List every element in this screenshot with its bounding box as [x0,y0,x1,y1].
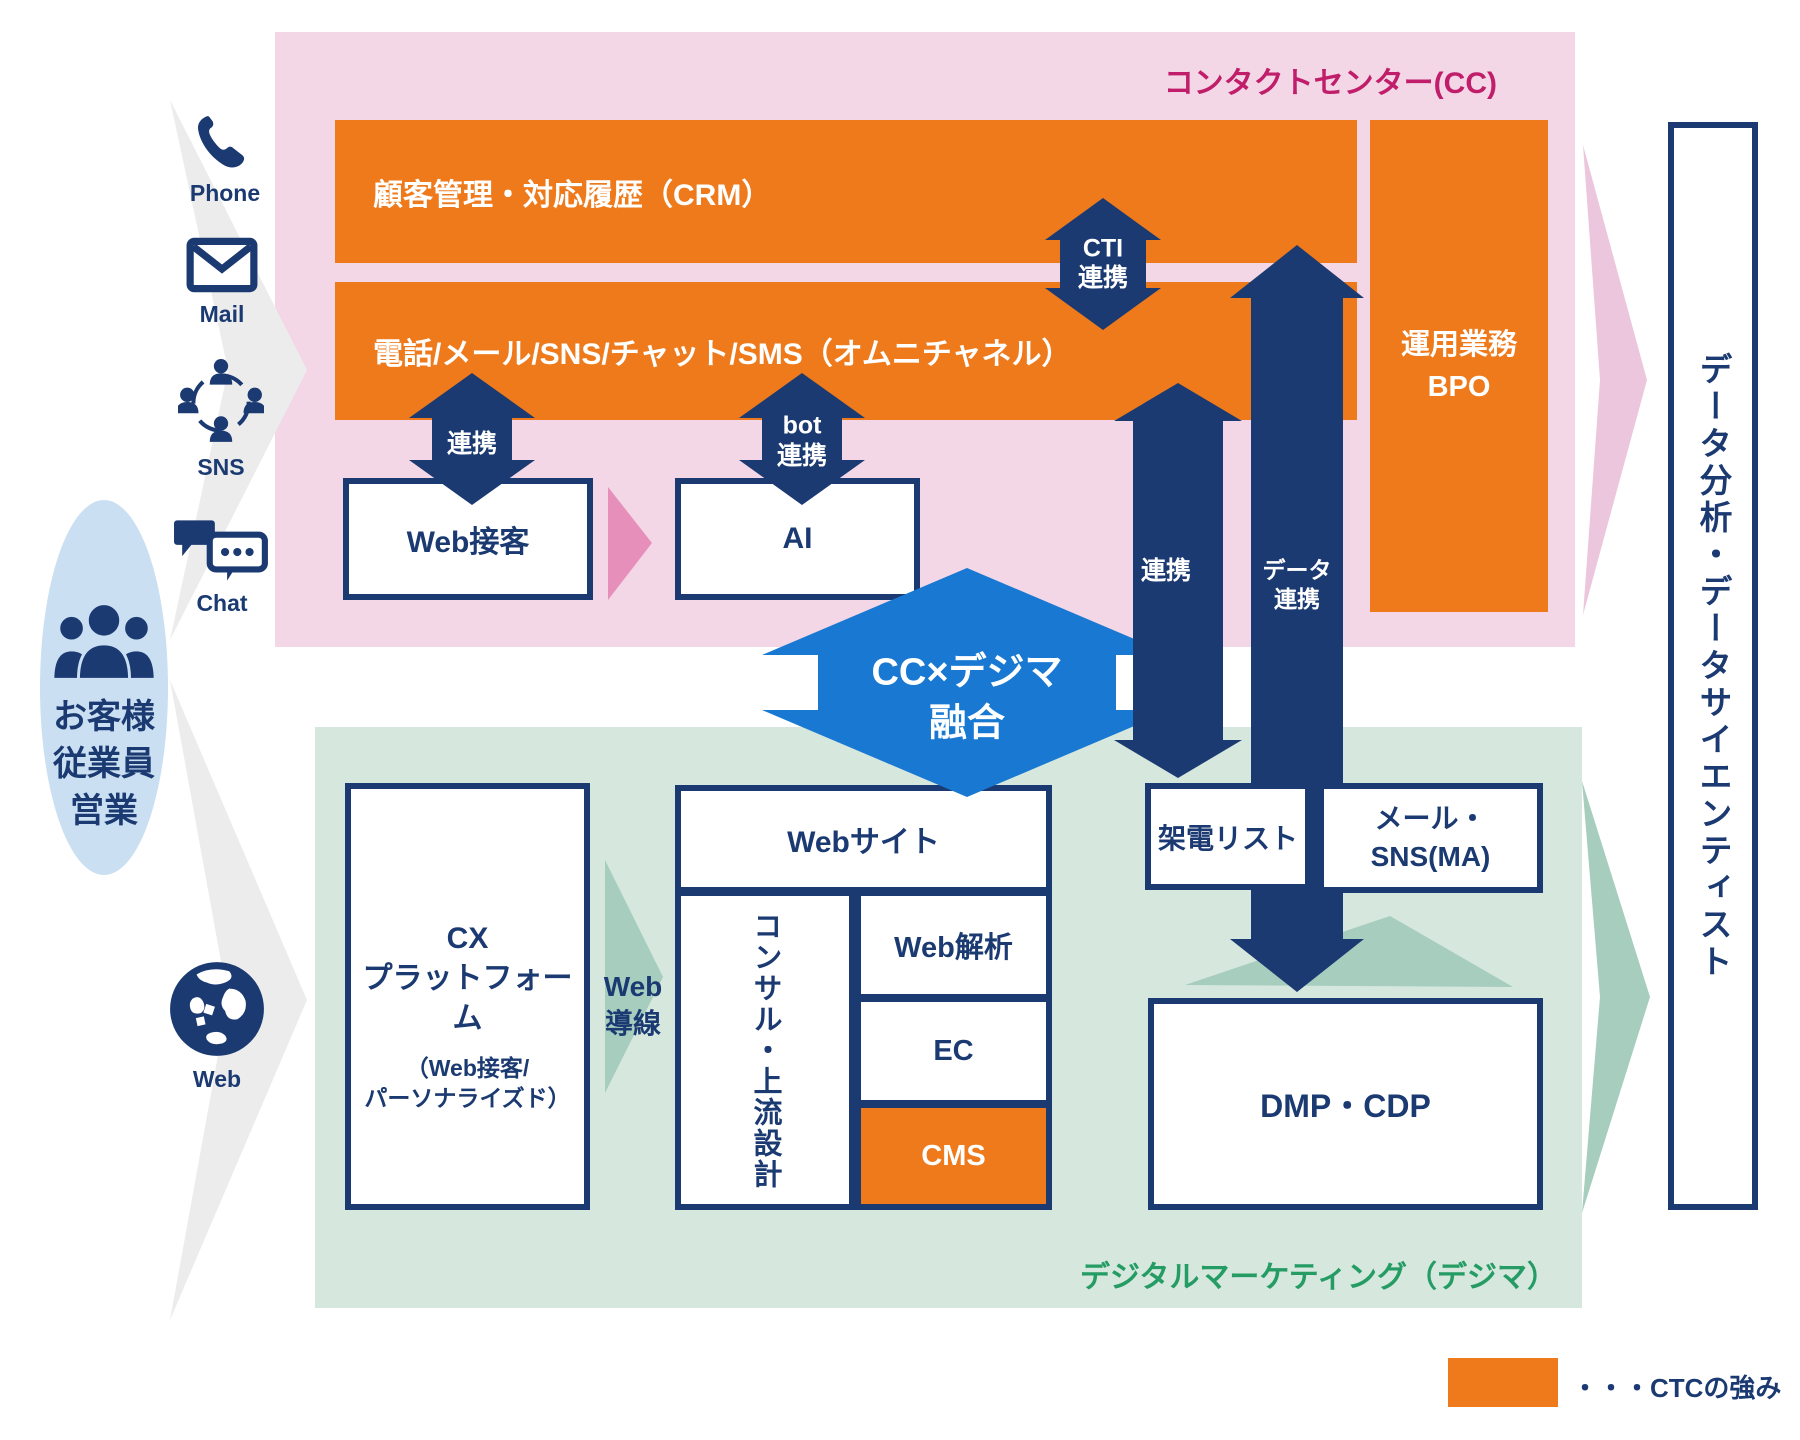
cms-box: CMS [855,1102,1052,1210]
cti-label-line2: 連携 [1077,264,1129,292]
data-renkei-label-line2: 連携 [1274,586,1320,612]
bot-label-line1: bot [782,411,822,440]
actor-employee: 従業員 [53,745,155,783]
omni-channel-box: 電話/メール/SNS/チャット/SMS（オムニチャネル） [335,282,1357,420]
cx-platform-box: CX プラットフォーム （Web接客/ パーソナライズド） [345,783,590,1210]
cx-label-line2: プラットフォーム [362,962,573,1035]
chat-icon [174,520,268,581]
website-label: Webサイト [787,826,940,859]
web-dousen-label-line1: Web [603,971,663,1002]
actor-customer: お客様 [53,698,155,736]
cms-label: CMS [921,1139,986,1172]
web-kaiseki-box: Web解析 [855,890,1052,1000]
web-kaiseki-label: Web解析 [894,932,1013,964]
actor-sales: 営業 [70,792,138,830]
mail-sns-ma-label-line2: SNS(MA) [1370,841,1491,872]
crm-box: 顧客管理・対応履歴（CRM） [335,120,1357,263]
fusion-label-line2: 融合 [928,702,1006,745]
bpo-box: 運用業務 BPO [1370,120,1548,612]
kaden-list-label: 架電リスト [1157,822,1298,854]
consul-box: コンサル・上流設計 [675,890,855,1210]
data-renkei-label-line1: データ [1262,557,1332,583]
dmp-cdp-box: DMP・CDP [1148,998,1543,1210]
legend-label: ・・・CTCの強み [1572,1373,1782,1403]
renkei-mid-label: 連携 [1140,557,1192,585]
omni-channel-label: 電話/メール/SNS/チャット/SMS（オムニチャネル） [373,338,1072,371]
channel-chat-label: Chat [196,590,248,616]
fusion-label-line1: CC×デジマ [871,651,1063,694]
digital-marketing-region-label: デジタルマーケティング（デジマ） [1080,1261,1557,1294]
web-dousen-label-line2: 導線 [604,1008,661,1039]
people-group-icon [51,602,157,681]
web-dousen-label: Web 導線 [583,968,683,1042]
channel-web: Web [166,958,268,1093]
web-sekkyaku-label: Web接客 [406,526,530,559]
channel-phone: Phone [185,112,265,207]
website-box: Webサイト [675,785,1052,893]
bot-label-line2: 連携 [776,442,828,470]
bpo-label-line2: BPO [1427,371,1491,403]
contact-center-region-label: コンタクトセンター(CC) [1163,67,1497,100]
phone-icon [197,116,245,168]
channel-chat: Chat [172,518,272,617]
channel-mail: Mail [182,235,262,328]
cx-label-line3: （Web接客/ [405,1055,530,1081]
bpo-label-line1: 運用業務 [1400,329,1517,361]
renkei-web-label: 連携 [446,430,498,458]
channel-sns-label: SNS [197,454,245,480]
crm-label: 顧客管理・対応履歴（CRM） [373,178,772,212]
mail-sns-ma-label-line1: メール・ [1374,803,1487,834]
actors-ellipse: お客様 従業員 営業 [40,500,168,875]
kaden-list-box: 架電リスト [1145,783,1311,890]
data-analysis-label: データ分析・データサイエンティスト [1695,351,1732,981]
web-globe-icon [170,962,264,1056]
dmp-cdp-label: DMP・CDP [1260,1088,1431,1124]
channel-phone-label: Phone [189,180,261,206]
cti-label-line1: CTI [1082,234,1124,263]
channel-mail-label: Mail [199,301,245,327]
legend-swatch [1448,1358,1558,1407]
mail-icon [186,237,258,293]
channel-web-label: Web [192,1066,242,1092]
ai-box: AI [675,478,920,600]
pink-output-chevron-icon [1583,145,1647,615]
data-analysis-panel: データ分析・データサイエンティスト [1668,122,1758,1210]
ai-label: AI [782,522,813,555]
ec-box: EC [855,996,1052,1106]
sns-icon [178,359,264,442]
green-output-chevron-icon [1582,781,1650,1213]
web-sekkyaku-box: Web接客 [343,478,593,600]
ec-label: EC [933,1034,974,1067]
cx-label-line4: パーソナライズド） [364,1085,571,1111]
channel-sns: SNS [178,358,264,481]
consul-label: コンサル・上流設計 [749,910,781,1190]
cx-label-line1: CX [446,922,489,955]
mail-sns-ma-box: メール・ SNS(MA) [1318,783,1543,893]
